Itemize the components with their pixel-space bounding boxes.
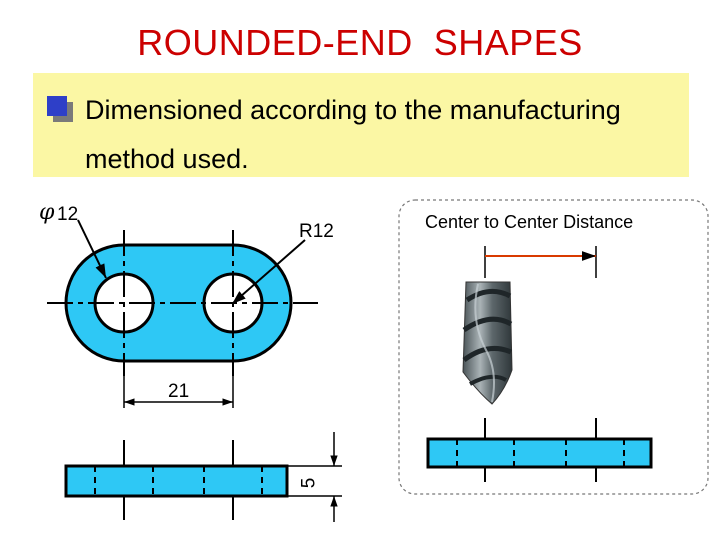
panel-distance-dimension — [484, 246, 597, 278]
thickness-label: 5 — [298, 477, 320, 489]
plate-front-view — [64, 440, 342, 520]
radius-leader — [231, 239, 306, 305]
radius-label: R12 — [299, 221, 334, 242]
panel-plate-front-view — [426, 418, 653, 482]
square-bullet-icon — [47, 96, 75, 122]
diameter-symbol: φ — [39, 200, 55, 225]
slide-title: ROUNDED-END SHAPES — [137, 22, 583, 63]
center-distance-panel — [398, 199, 709, 495]
note-box — [33, 73, 689, 177]
center-distance-dimension — [123, 376, 234, 408]
note-text: Dimensioned according to the manufacturi… — [85, 95, 621, 174]
center-distance-label: 21 — [168, 381, 190, 402]
drill-bit-icon — [462, 281, 513, 405]
center-to-center-label: Center to Center Distance — [425, 212, 634, 232]
diameter-leader — [77, 219, 107, 279]
diameter-label: 12 — [57, 204, 79, 225]
